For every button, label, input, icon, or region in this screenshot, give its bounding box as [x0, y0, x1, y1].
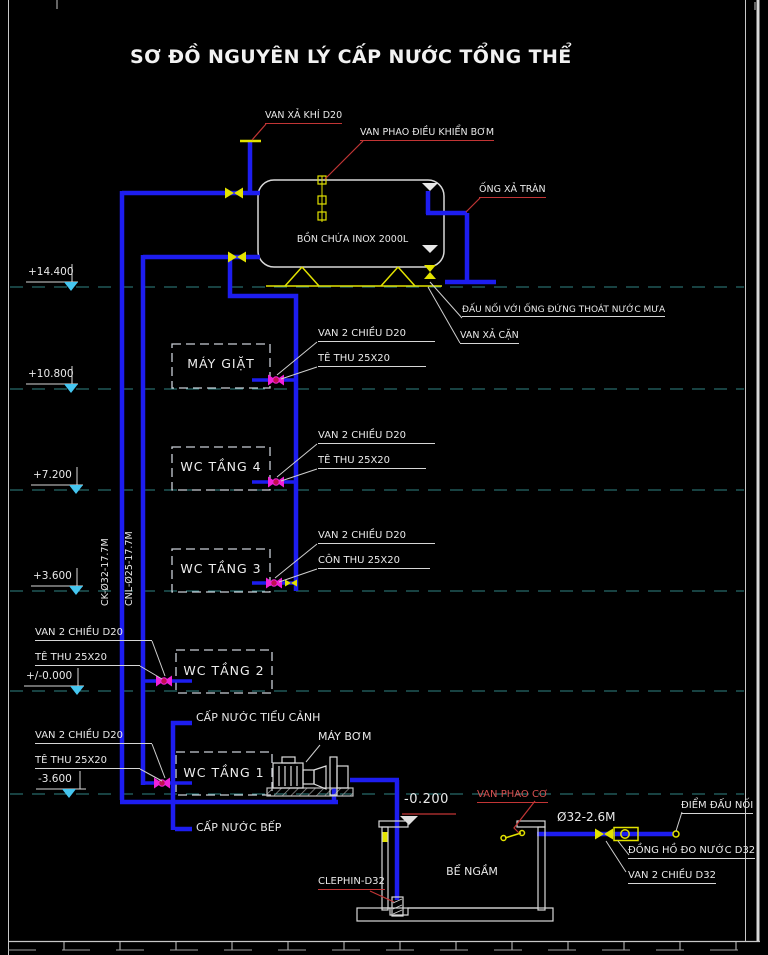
fixture-box-label: WC TẦNG 4: [180, 459, 262, 474]
meter-label: ĐỒNG HỒ ĐO NƯỚC D32: [628, 845, 756, 859]
foot-valve-label: CLEPHIN-D32: [318, 876, 385, 890]
tap-point-icon: [672, 830, 680, 838]
fitting-callout: TÊ THU 25X20: [318, 353, 426, 367]
wall-sleeve: [382, 832, 388, 842]
level-label: -3.600: [38, 773, 72, 785]
drain-valve-icon: [424, 265, 436, 279]
underground-water-level: [400, 813, 456, 825]
level-label: +/-0.000: [26, 670, 73, 682]
level-label: +3.600: [33, 570, 72, 582]
valve-callout: VAN 2 CHIỀU D20: [318, 430, 435, 444]
fixture-box-label: WC TẦNG 1: [183, 765, 265, 780]
fixture-box-label: WC TẦNG 2: [183, 663, 265, 678]
yellow-fittings: [225, 139, 680, 842]
water-meter-icon: [613, 826, 639, 842]
riser-cnl-label: CNL-Ø25-17.7M: [124, 531, 135, 606]
underground-tank: [356, 820, 554, 922]
riser-ck-label: CK-Ø32-17.7M: [100, 538, 111, 606]
gate-valve-icon: [225, 187, 613, 840]
tap-point-label: ĐIỂM ĐẤU NỐI: [681, 800, 754, 814]
valve-callout: VAN 2 CHIỀU D20: [35, 627, 152, 641]
sheet-frame: [8, 0, 760, 955]
white-leaders: [139, 281, 683, 873]
mechanical-float-icon: [500, 829, 526, 842]
float-valve-switch: [317, 175, 327, 222]
pump-label: MÁY BƠM: [318, 730, 372, 743]
level-markers: [24, 264, 86, 798]
main-valve-label: VAN 2 CHIỀU D32: [628, 870, 716, 884]
fixture-box-label: MÁY GIẶT: [187, 356, 255, 371]
drawing-title: SƠ ĐỒ NGUYÊN LÝ CẤP NƯỚC TỔNG THỂ: [130, 46, 572, 68]
level-label: +14.400: [28, 266, 74, 278]
level-label: +10.800: [28, 368, 74, 380]
mech-float-label: VAN PHAO CƠ: [477, 789, 549, 803]
fitting-callout: TÊ THU 25X20: [35, 652, 140, 666]
pipe-size-label: Ø32-2.6M: [557, 810, 616, 824]
kitchen-supply-label: CẤP NƯỚC BẾP: [196, 821, 282, 834]
valve-callout: VAN 2 CHIỀU D20: [318, 530, 435, 544]
float-switch-label: VAN PHAO ĐIỀU KHIỂN BƠM: [360, 127, 495, 141]
fitting-callout: TÊ THU 25X20: [318, 455, 426, 469]
fixture-box-label: WC TẦNG 3: [180, 561, 262, 576]
fitting-callout: TÊ THU 25X20: [35, 755, 140, 769]
red-leaders: [251, 123, 536, 903]
level-label: +7.200: [33, 469, 72, 481]
tank-legs: [266, 266, 442, 287]
roof-tank-label: BỒN CHỨA INOX 2000L: [296, 234, 409, 245]
drain-valve-label: VAN XẢ CẶN: [460, 330, 519, 344]
underground-level-label: -0.200: [404, 792, 449, 807]
floor-level-lines: [10, 286, 744, 795]
air-valve-label: VAN XẢ KHÍ D20: [265, 110, 343, 124]
fixture-boxes: [171, 343, 273, 796]
two-way-valves: [154, 374, 284, 789]
valve-callout: VAN 2 CHIỀU D20: [35, 730, 152, 744]
landscape-supply-label: CẤP NƯỚC TIỂU CẢNH: [196, 711, 321, 724]
fitting-callout: CÔN THU 25X20: [318, 555, 430, 569]
rain-connect-label: ĐẤU NỐI VỚI ỐNG ĐỨNG THOÁT NƯỚC MƯA: [462, 305, 666, 318]
water-level-symbols: [422, 183, 438, 253]
valve-callout: VAN 2 CHIỀU D20: [318, 328, 435, 342]
overflow-label: ỐNG XẢ TRÀN: [479, 184, 546, 198]
underground-tank-label: BỂ NGẦM: [446, 865, 498, 878]
foot-valve-icon: [391, 896, 404, 917]
roof-tank: [257, 175, 445, 287]
pump: [266, 756, 354, 797]
pipes-layer: [119, 142, 673, 900]
